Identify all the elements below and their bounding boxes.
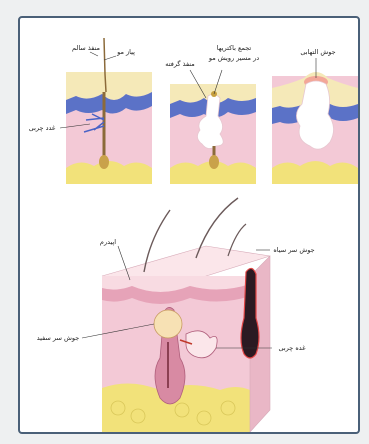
label-hair-root: پیاز مو [116,48,135,56]
healthy-pore-stage: منفذ سالم پیاز مو غدد چربی [29,38,152,184]
label-inflamed-acne: جوش التهابی [300,48,335,56]
label-sebaceous-gland: غده چربی [278,344,306,352]
label-bacteria-line1: تجمع باکتریها [217,44,252,52]
fat-layer [66,161,152,184]
stratum-layer [66,72,152,100]
diagram-panel: منفذ سالم پیاز مو غدد چربی منفذ گرفته تج… [18,16,360,434]
label-epidermis: اپیدرم [100,238,116,246]
hair-bulb [99,155,109,169]
inflamed-acne-stage: جوش التهابی [272,48,358,184]
leader-line [90,52,98,56]
label-blackhead: جوش سر سیاه [273,246,314,254]
skin-cross-section-3d: اپیدرم جوش سر سیاه جوش سر سفید غده چربی [37,198,315,432]
acne-formation-diagram: منفذ سالم پیاز مو غدد چربی منفذ گرفته تج… [20,18,358,432]
label-whitehead: جوش سر سفید [37,334,80,342]
label-bacteria-line2: در مسیر رویش مو [208,54,259,62]
label-healthy-pore: منفذ سالم [72,44,100,52]
hair-bulb [209,155,219,169]
fat-layer [272,161,358,184]
label-blocked-pore: منفذ گرفته [165,60,194,68]
leader-line [104,56,116,60]
label-sebaceous-glands: غدد چربی [29,124,56,132]
whitehead-pustule [154,310,182,338]
blocked-pore-stage: منفذ گرفته تجمع باکتریها در مسیر رویش مو [165,44,259,184]
